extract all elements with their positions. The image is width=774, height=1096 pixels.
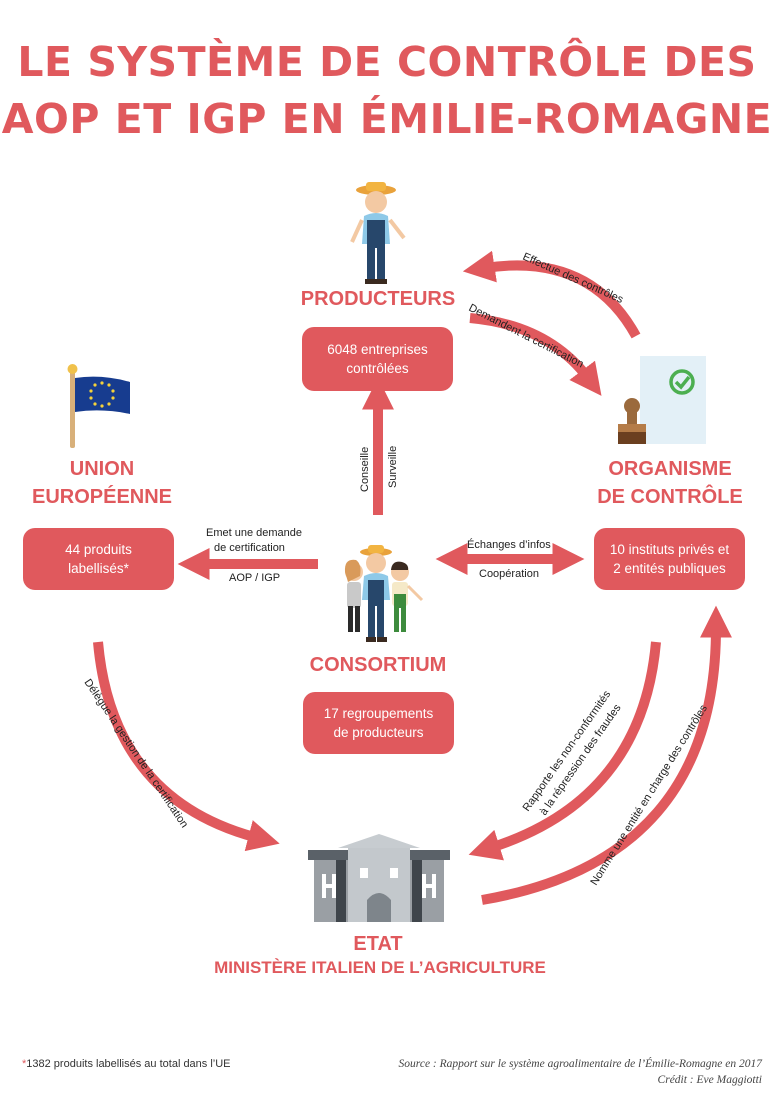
eu-flag-icon	[67, 364, 130, 448]
consortium-box-line-2: de producteurs	[333, 725, 424, 740]
footnote: *1382 produits labellisés au total dans …	[22, 1058, 231, 1070]
label-effectue-controles: Effectue des contrôles	[521, 251, 626, 306]
union-title-line-1: UNION	[69, 458, 135, 480]
organisme-title-line-1: ORGANISME	[608, 458, 732, 480]
producteurs-title: PRODUCTEURS	[300, 288, 456, 310]
union-box-line-2: labellisés*	[68, 561, 129, 576]
organisme-title: ORGANISME DE CONTRÔLE	[570, 455, 770, 511]
label-aop-igp: AOP / IGP	[229, 572, 281, 584]
union-box-line-1: 44 produits	[65, 542, 132, 557]
etat-title: ETAT	[353, 933, 403, 955]
label-echanges: Échanges d’infos	[467, 539, 551, 551]
union-box: 44 produits labellisés*	[23, 528, 174, 590]
label-delegue: Délègue la gestion de la certification	[82, 677, 191, 830]
union-title: UNION EUROPÉENNE	[2, 455, 202, 511]
arrow-delegue	[93, 641, 280, 852]
organisme-box-line-2: 2 entités publiques	[613, 561, 726, 576]
arrow-effectue-controles	[462, 250, 641, 339]
label-emet-demande-2: de certification	[214, 542, 285, 554]
consortium-box-line-1: 17 regroupements	[323, 706, 434, 721]
source: Source : Rapport sur le système agroalim…	[399, 1056, 762, 1088]
credit-line: Crédit : Eve Maggiotti	[657, 1074, 762, 1086]
consortium-box: 17 regroupements de producteurs	[303, 692, 454, 754]
ministry-building-icon	[308, 834, 450, 922]
label-conseille: Conseille	[359, 447, 371, 492]
producteurs-box-line-1: 6048 entreprises	[327, 342, 428, 357]
organisme-box-line-1: 10 instituts privés et	[609, 542, 730, 557]
label-rapporte-1: Rapporte les non-conformités	[521, 688, 614, 813]
organisme-title-line-2: DE CONTRÔLE	[597, 486, 743, 508]
arrow-demandent-certification	[469, 313, 602, 396]
producteurs-box-line-2: contrôlées	[346, 361, 409, 376]
source-line-1: Source : Rapport sur le système agroalim…	[398, 1058, 762, 1070]
union-title-line-2: EUROPÉENNE	[31, 486, 173, 508]
title-line-1: LE SYSTÈME DE CONTRÔLE DES	[17, 38, 757, 86]
farmer-icon	[350, 182, 406, 284]
consortium-people-icon	[344, 545, 424, 642]
etat-subtitle: MINISTÈRE ITALIEN DE L’AGRICULTURE	[214, 958, 546, 977]
label-emet-demande-1: Emet une demande	[206, 527, 303, 539]
consortium-title: CONSORTIUM	[309, 654, 447, 676]
arrow-rapporte	[468, 641, 661, 861]
certification-stamp-icon	[618, 356, 706, 444]
producteurs-box: 6048 entreprises contrôlées	[302, 327, 453, 391]
label-surveille: Surveille	[387, 446, 399, 488]
arrow-nomme	[481, 605, 732, 905]
label-demandent-certification: Demandent la certification	[467, 302, 586, 370]
title-line-2: AOP ET IGP EN ÉMILIE-ROMAGNE	[1, 95, 773, 143]
label-cooperation: Coopération	[479, 568, 539, 580]
footnote-text: 1382 produits labellisés au total dans l…	[26, 1058, 231, 1070]
organisme-box: 10 instituts privés et 2 entités publiqu…	[594, 528, 745, 590]
footnote-marker: *	[22, 1058, 27, 1070]
